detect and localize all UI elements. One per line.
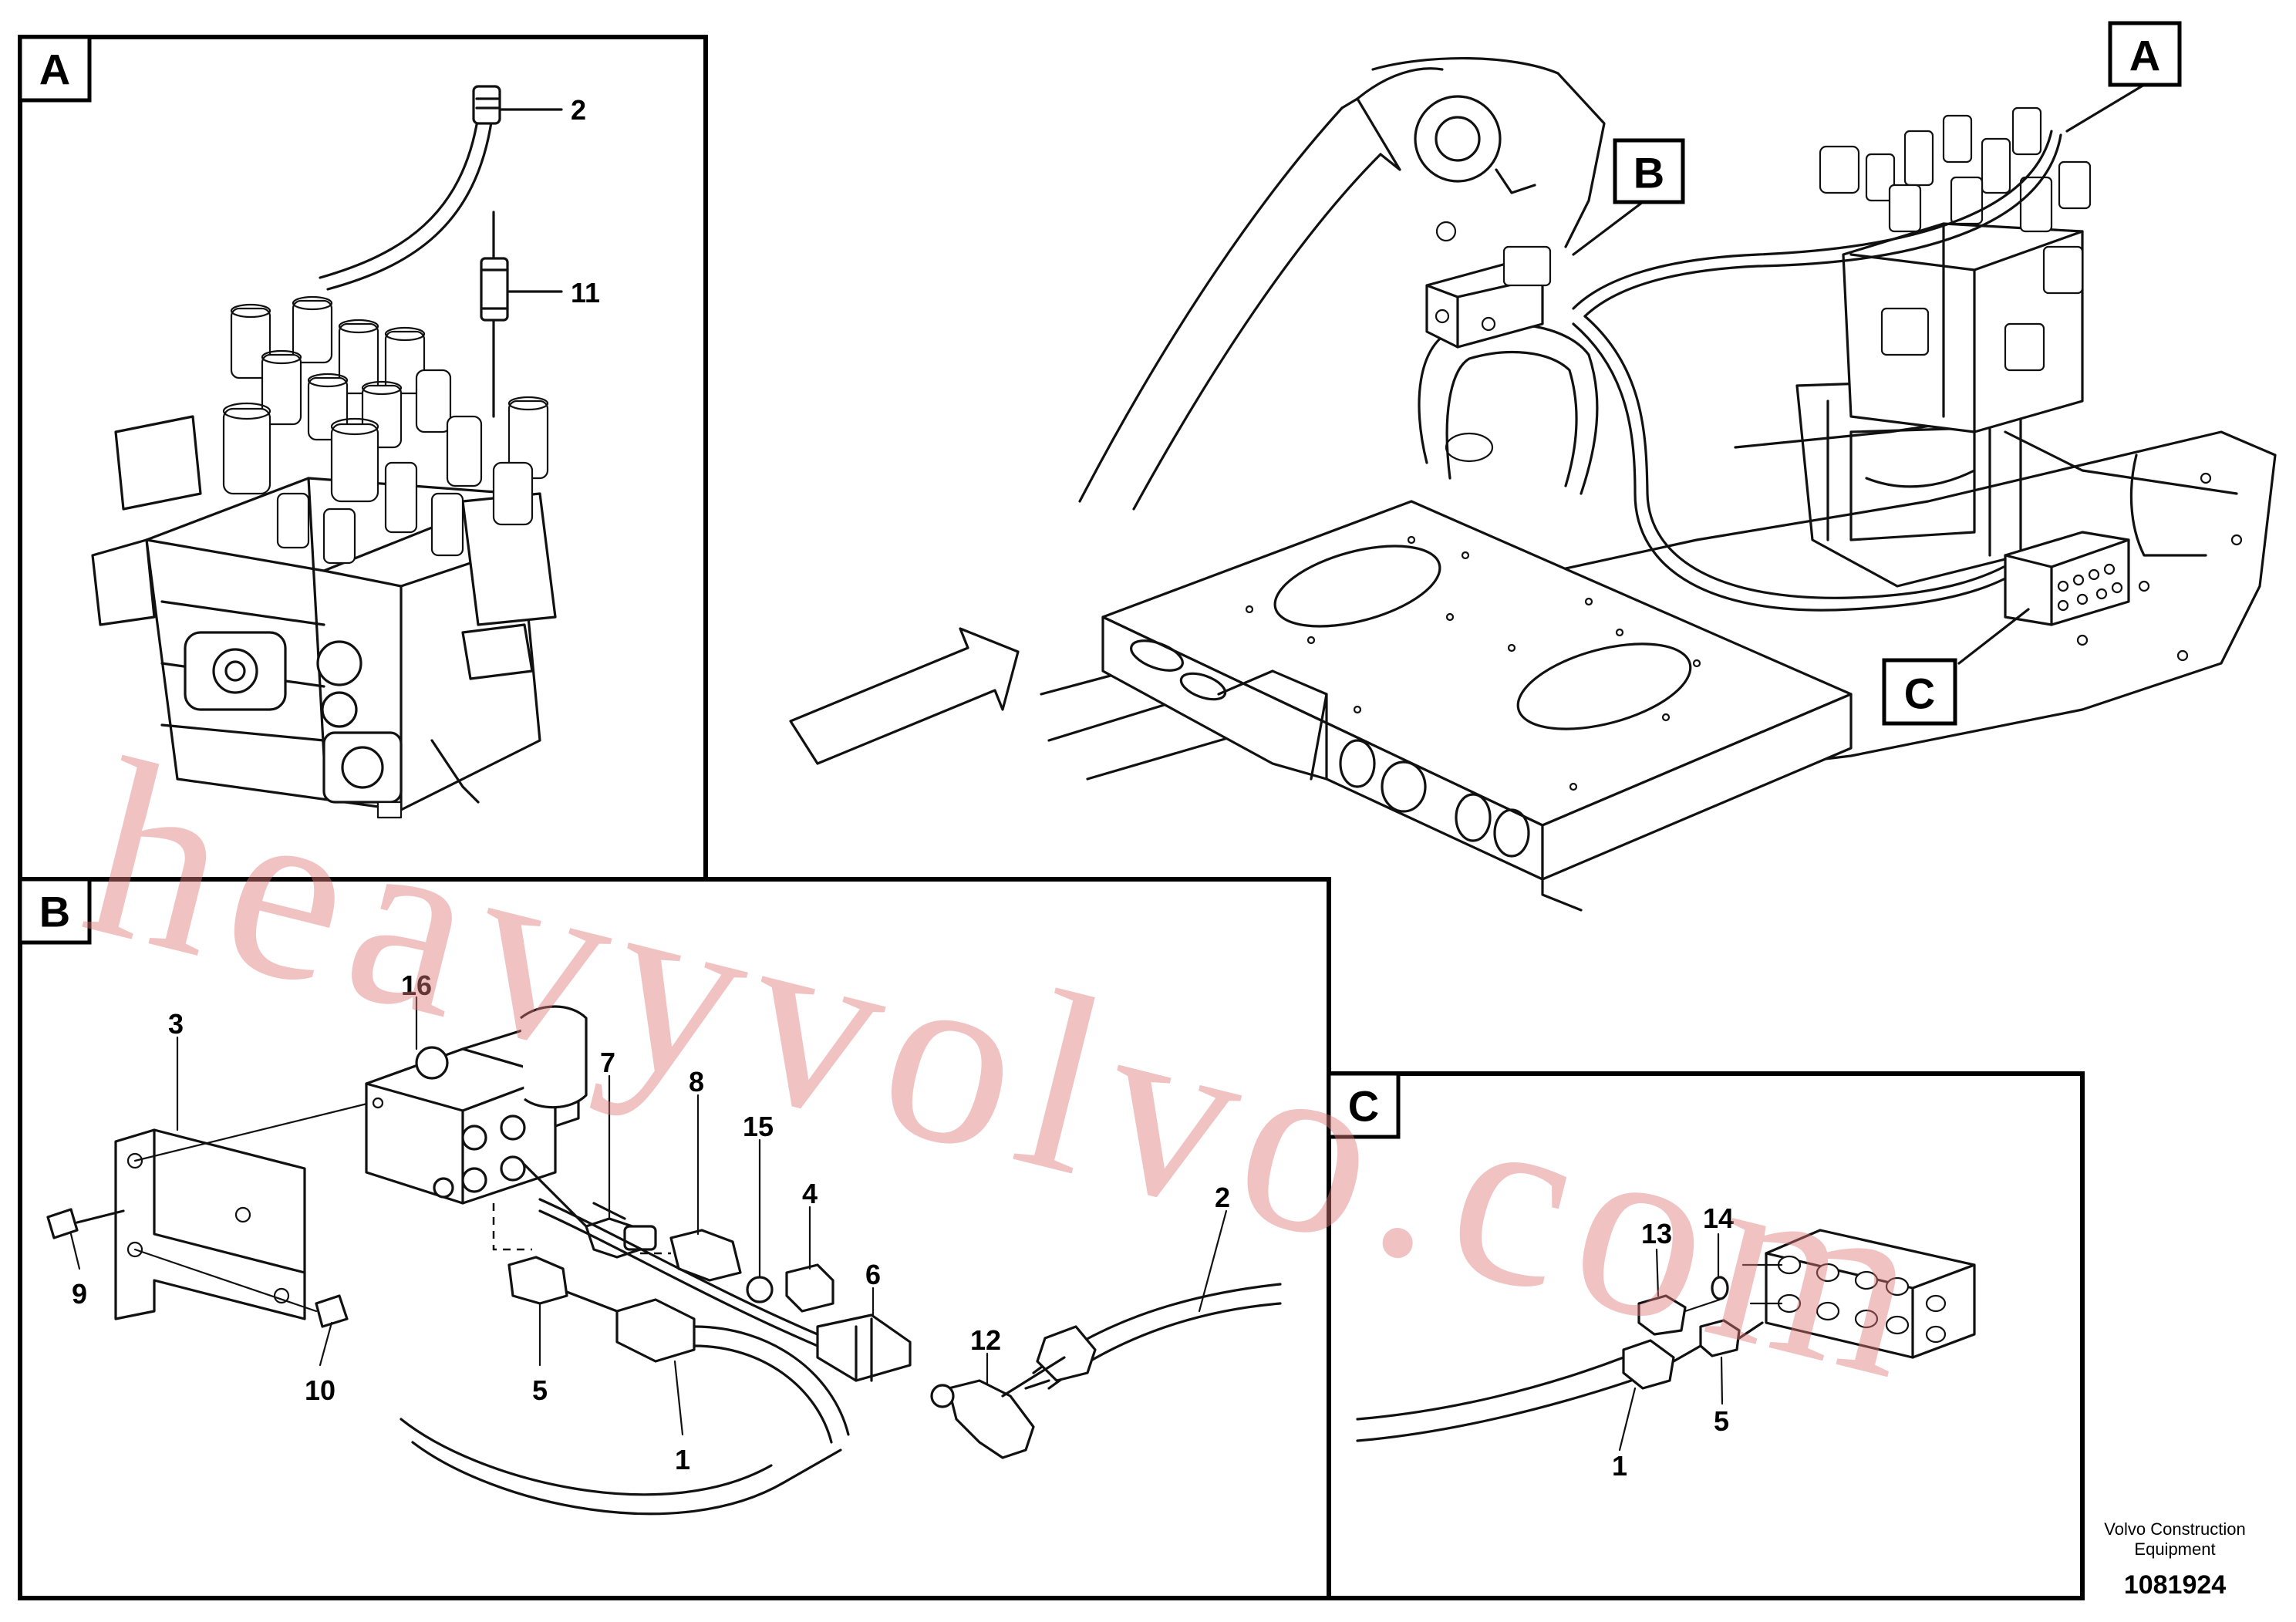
part-number-b-2: 2 <box>1215 1182 1230 1213</box>
panel-b: B <box>18 877 1331 1600</box>
part-number-c-5: 5 <box>1714 1405 1729 1437</box>
part-number-a-11: 11 <box>571 277 600 309</box>
callout-b: B <box>1613 138 1685 204</box>
panel-c: C <box>1327 1071 2085 1600</box>
part-number-c-14: 14 <box>1703 1202 1734 1234</box>
part-number-c-1: 1 <box>1612 1450 1627 1482</box>
part-number-b-9: 9 <box>72 1278 87 1310</box>
callout-a: A <box>2108 21 2182 87</box>
part-number-b-4: 4 <box>802 1178 818 1209</box>
document-number: 1081924 <box>2124 1570 2226 1600</box>
part-number-b-16: 16 <box>401 969 432 1001</box>
part-number-b-10: 10 <box>305 1374 335 1406</box>
part-number-b-5: 5 <box>532 1374 548 1406</box>
panel-b-label: B <box>39 888 70 936</box>
svg-text:B: B <box>1633 149 1664 197</box>
direction-arrow <box>789 627 1020 765</box>
callout-c: C <box>1882 658 1957 726</box>
panel-c-label: C <box>1348 1082 1379 1131</box>
part-number-b-15: 15 <box>743 1111 774 1142</box>
part-number-b-1: 1 <box>675 1444 690 1475</box>
part-number-b-12: 12 <box>970 1324 1001 1356</box>
part-number-a-2: 2 <box>571 94 586 126</box>
part-number-b-3: 3 <box>168 1008 184 1040</box>
panel-a-label: A <box>39 46 70 94</box>
part-number-b-6: 6 <box>865 1259 881 1290</box>
svg-text:C: C <box>1904 669 1935 718</box>
part-number-b-7: 7 <box>600 1047 615 1078</box>
company-name-line2: Equipment <box>2134 1539 2215 1559</box>
company-name-line1: Volvo Construction <box>2104 1519 2245 1539</box>
overview-drawing <box>789 57 2277 912</box>
panel-a: A <box>18 35 708 882</box>
part-number-c-13: 13 <box>1641 1218 1672 1249</box>
svg-text:A: A <box>2129 32 2160 80</box>
part-number-b-8: 8 <box>689 1066 704 1098</box>
